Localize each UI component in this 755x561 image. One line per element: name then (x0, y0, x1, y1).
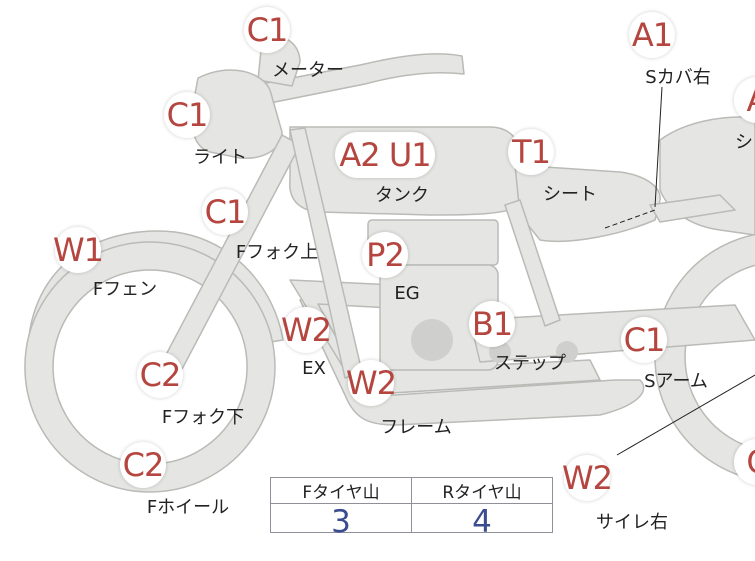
tag-meter: C1 (244, 7, 290, 53)
label-meter: メーター (272, 60, 344, 81)
label-exhaust: EX (302, 358, 326, 379)
label-tank: タンク (375, 185, 429, 206)
label-silencer-right: サイレ右 (596, 512, 668, 533)
swingarm-shape (469, 304, 755, 363)
handlebar-shape (239, 53, 465, 109)
rear-tire-column: Rタイヤ山 4 (411, 478, 552, 540)
engine-cover-dot (411, 319, 453, 361)
tag-engine: P2 (362, 232, 408, 278)
leader-line-side-cover (654, 86, 663, 208)
tag-silencer-right: W2 (562, 455, 613, 501)
front-tire-column: Fタイヤ山 3 (271, 478, 411, 540)
rear-tire-header: Rタイヤ山 (412, 478, 552, 504)
label-step: ステップ (494, 353, 566, 374)
tire-tread-table: Fタイヤ山 3 Rタイヤ山 4 (270, 477, 553, 540)
footpeg-dot-right (556, 341, 578, 363)
label-engine: EG (394, 283, 420, 304)
front-tire-value: 3 (331, 504, 351, 540)
tag-seat: T1 (508, 129, 554, 175)
leader-line-seat-dash (604, 209, 656, 229)
tag-exhaust: W2 (281, 307, 332, 353)
tag-swingarm: C1 (621, 317, 667, 363)
label-front-wheel: Fホイール (146, 497, 230, 518)
tag-frame: W2 (346, 360, 397, 406)
tag-front-wheel: C2 (120, 442, 166, 488)
label-fork-upper: Fフォク上 (235, 242, 319, 263)
headlight-shape (190, 69, 283, 159)
label-light: ライト (193, 147, 247, 168)
tag-light: C1 (164, 92, 210, 138)
tag-front-fender: W1 (53, 227, 104, 273)
tag-tank: A2 U1 (335, 132, 435, 178)
tag-step: B1 (469, 301, 515, 347)
tag-side-cover-right: A1 (629, 12, 675, 58)
tag-fork-upper: C1 (202, 189, 248, 235)
label-swingarm: Sアーム (644, 371, 708, 392)
front-tire-header: Fタイヤ山 (271, 478, 411, 504)
seat-shape (514, 164, 661, 243)
rear-frame-upper-shape (649, 194, 736, 223)
label-seat: シート (543, 184, 597, 205)
tag-partial-right: A (734, 77, 755, 123)
rear-frame-shape (504, 199, 561, 327)
label-side-cover-right: Sカバ右 (645, 67, 711, 88)
label-frame: フレーム (380, 417, 452, 438)
label-fork-lower: Fフォク下 (161, 407, 245, 428)
tag-partial-bottom-right: C (734, 439, 755, 485)
tag-fork-lower: C2 (137, 352, 183, 398)
rear-tire-value: 4 (472, 504, 492, 540)
leader-line-silencer (616, 374, 755, 456)
label-partial-right: シ (735, 132, 753, 153)
label-front-fender: Fフェン (92, 279, 158, 300)
